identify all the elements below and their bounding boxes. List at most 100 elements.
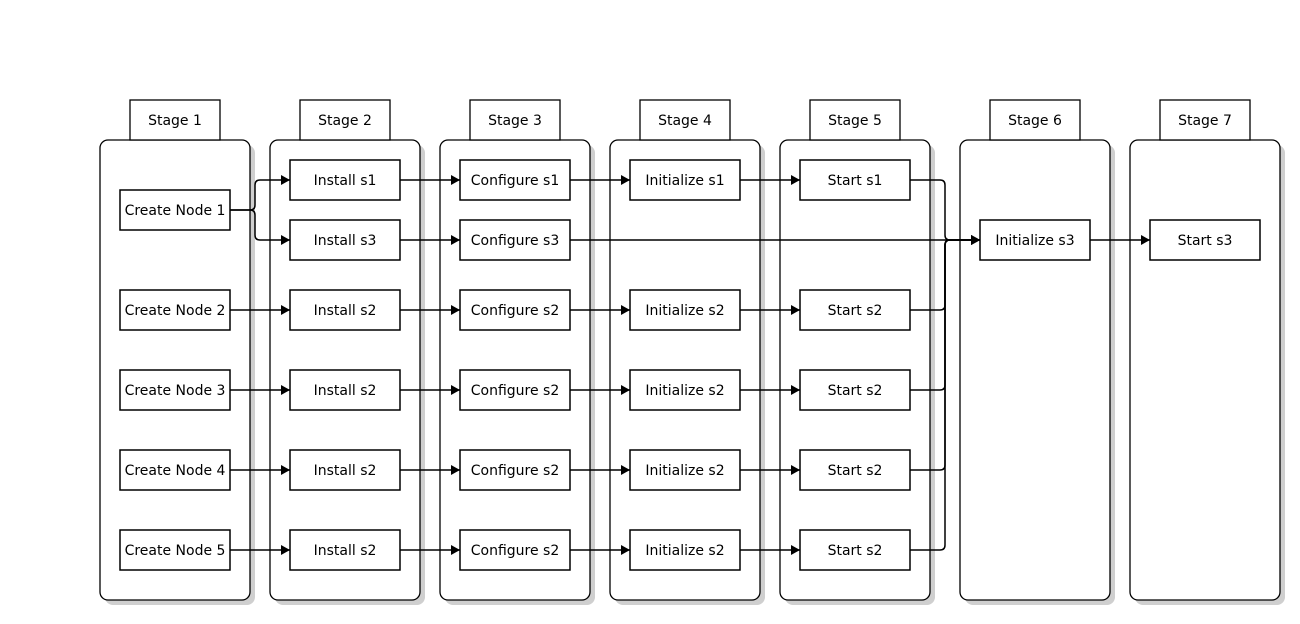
task-node[interactable]: Start s2 (799, 369, 911, 411)
task-box (289, 529, 401, 571)
task-node[interactable]: Initialize s1 (629, 159, 741, 201)
task-node[interactable]: Configure s2 (459, 449, 571, 491)
stage-header-label: Stage 5 (828, 113, 882, 129)
task-box (289, 289, 401, 331)
task-node[interactable]: Install s2 (289, 289, 401, 331)
task-label: Start s2 (828, 303, 883, 319)
task-node[interactable]: Install s2 (289, 449, 401, 491)
task-node[interactable]: Install s2 (289, 529, 401, 571)
task-box (289, 219, 401, 261)
task-node[interactable]: Install s2 (289, 369, 401, 411)
flow-arrow (910, 235, 980, 551)
task-box (119, 289, 231, 331)
task-label: Install s2 (314, 383, 377, 399)
task-box (629, 529, 741, 571)
task-label: Start s2 (828, 543, 883, 559)
stage-header-box (809, 99, 901, 141)
stage-header-label: Stage 4 (658, 113, 712, 129)
stage-header-box (469, 99, 561, 141)
task-label: Install s1 (314, 173, 377, 189)
task-node[interactable]: Start s1 (799, 159, 911, 201)
task-node[interactable]: Create Node 5 (119, 529, 231, 571)
stage-header-box (129, 99, 221, 141)
task-node[interactable]: Initialize s2 (629, 449, 741, 491)
task-node[interactable]: Configure s2 (459, 289, 571, 331)
task-box (979, 219, 1091, 261)
stage-lane-box (1129, 139, 1281, 601)
task-node[interactable]: Start s2 (799, 529, 911, 571)
stage-header-label: Stage 2 (318, 113, 372, 129)
task-node[interactable]: Install s3 (289, 219, 401, 261)
task-node[interactable]: Configure s2 (459, 369, 571, 411)
task-label: Configure s1 (471, 173, 560, 189)
task-label: Initialize s1 (645, 173, 724, 189)
stage-header-label: Stage 1 (148, 113, 202, 129)
task-label: Initialize s3 (995, 233, 1074, 249)
task-label: Create Node 1 (125, 203, 226, 219)
task-label: Create Node 3 (125, 383, 226, 399)
task-label: Start s1 (828, 173, 883, 189)
stage-header-label: Stage 7 (1178, 113, 1232, 129)
task-node[interactable]: Initialize s2 (629, 289, 741, 331)
task-node[interactable]: Initialize s3 (979, 219, 1091, 261)
task-node[interactable]: Configure s1 (459, 159, 571, 201)
task-node[interactable]: Start s2 (799, 449, 911, 491)
task-node[interactable]: Initialize s2 (629, 529, 741, 571)
task-box (629, 289, 741, 331)
task-box (629, 159, 741, 201)
task-box (119, 529, 231, 571)
task-node[interactable]: Initialize s2 (629, 369, 741, 411)
task-node[interactable]: Install s1 (289, 159, 401, 201)
task-node[interactable]: Create Node 3 (119, 369, 231, 411)
task-node[interactable]: Start s2 (799, 289, 911, 331)
stage-lane-6: Stage 6 (959, 99, 1115, 605)
task-node[interactable]: Create Node 2 (119, 289, 231, 331)
task-node[interactable]: Configure s2 (459, 529, 571, 571)
task-box (289, 449, 401, 491)
stage-header-box (639, 99, 731, 141)
task-box (119, 189, 231, 231)
task-box (1149, 219, 1261, 261)
flow-arrow (230, 209, 290, 245)
task-label: Configure s2 (471, 303, 560, 319)
task-box (119, 369, 231, 411)
task-label: Install s3 (314, 233, 377, 249)
stage-header-box (1159, 99, 1251, 141)
task-box (119, 449, 231, 491)
task-node[interactable]: Start s3 (1149, 219, 1261, 261)
task-box (459, 159, 571, 201)
task-label: Initialize s2 (645, 543, 724, 559)
task-node[interactable]: Create Node 4 (119, 449, 231, 491)
task-label: Start s2 (828, 463, 883, 479)
task-box (799, 529, 911, 571)
task-box (289, 369, 401, 411)
task-label: Install s2 (314, 463, 377, 479)
stage-lane-7: Stage 7 (1129, 99, 1285, 605)
task-label: Create Node 2 (125, 303, 226, 319)
task-label: Initialize s2 (645, 303, 724, 319)
task-label: Initialize s2 (645, 383, 724, 399)
task-box (799, 449, 911, 491)
task-node[interactable]: Create Node 1 (119, 189, 231, 231)
stage-lane-box (959, 139, 1111, 601)
task-box (799, 289, 911, 331)
task-label: Configure s2 (471, 543, 560, 559)
task-box (629, 369, 741, 411)
task-label: Create Node 5 (125, 543, 226, 559)
task-label: Create Node 4 (125, 463, 226, 479)
task-label: Configure s3 (471, 233, 560, 249)
task-node[interactable]: Configure s3 (459, 219, 571, 261)
task-box (629, 449, 741, 491)
task-label: Start s2 (828, 383, 883, 399)
task-label: Initialize s2 (645, 463, 724, 479)
task-box (459, 369, 571, 411)
task-box (289, 159, 401, 201)
task-label: Configure s2 (471, 463, 560, 479)
task-label: Install s2 (314, 303, 377, 319)
task-box (799, 369, 911, 411)
task-box (459, 289, 571, 331)
task-box (459, 219, 571, 261)
task-box (459, 449, 571, 491)
